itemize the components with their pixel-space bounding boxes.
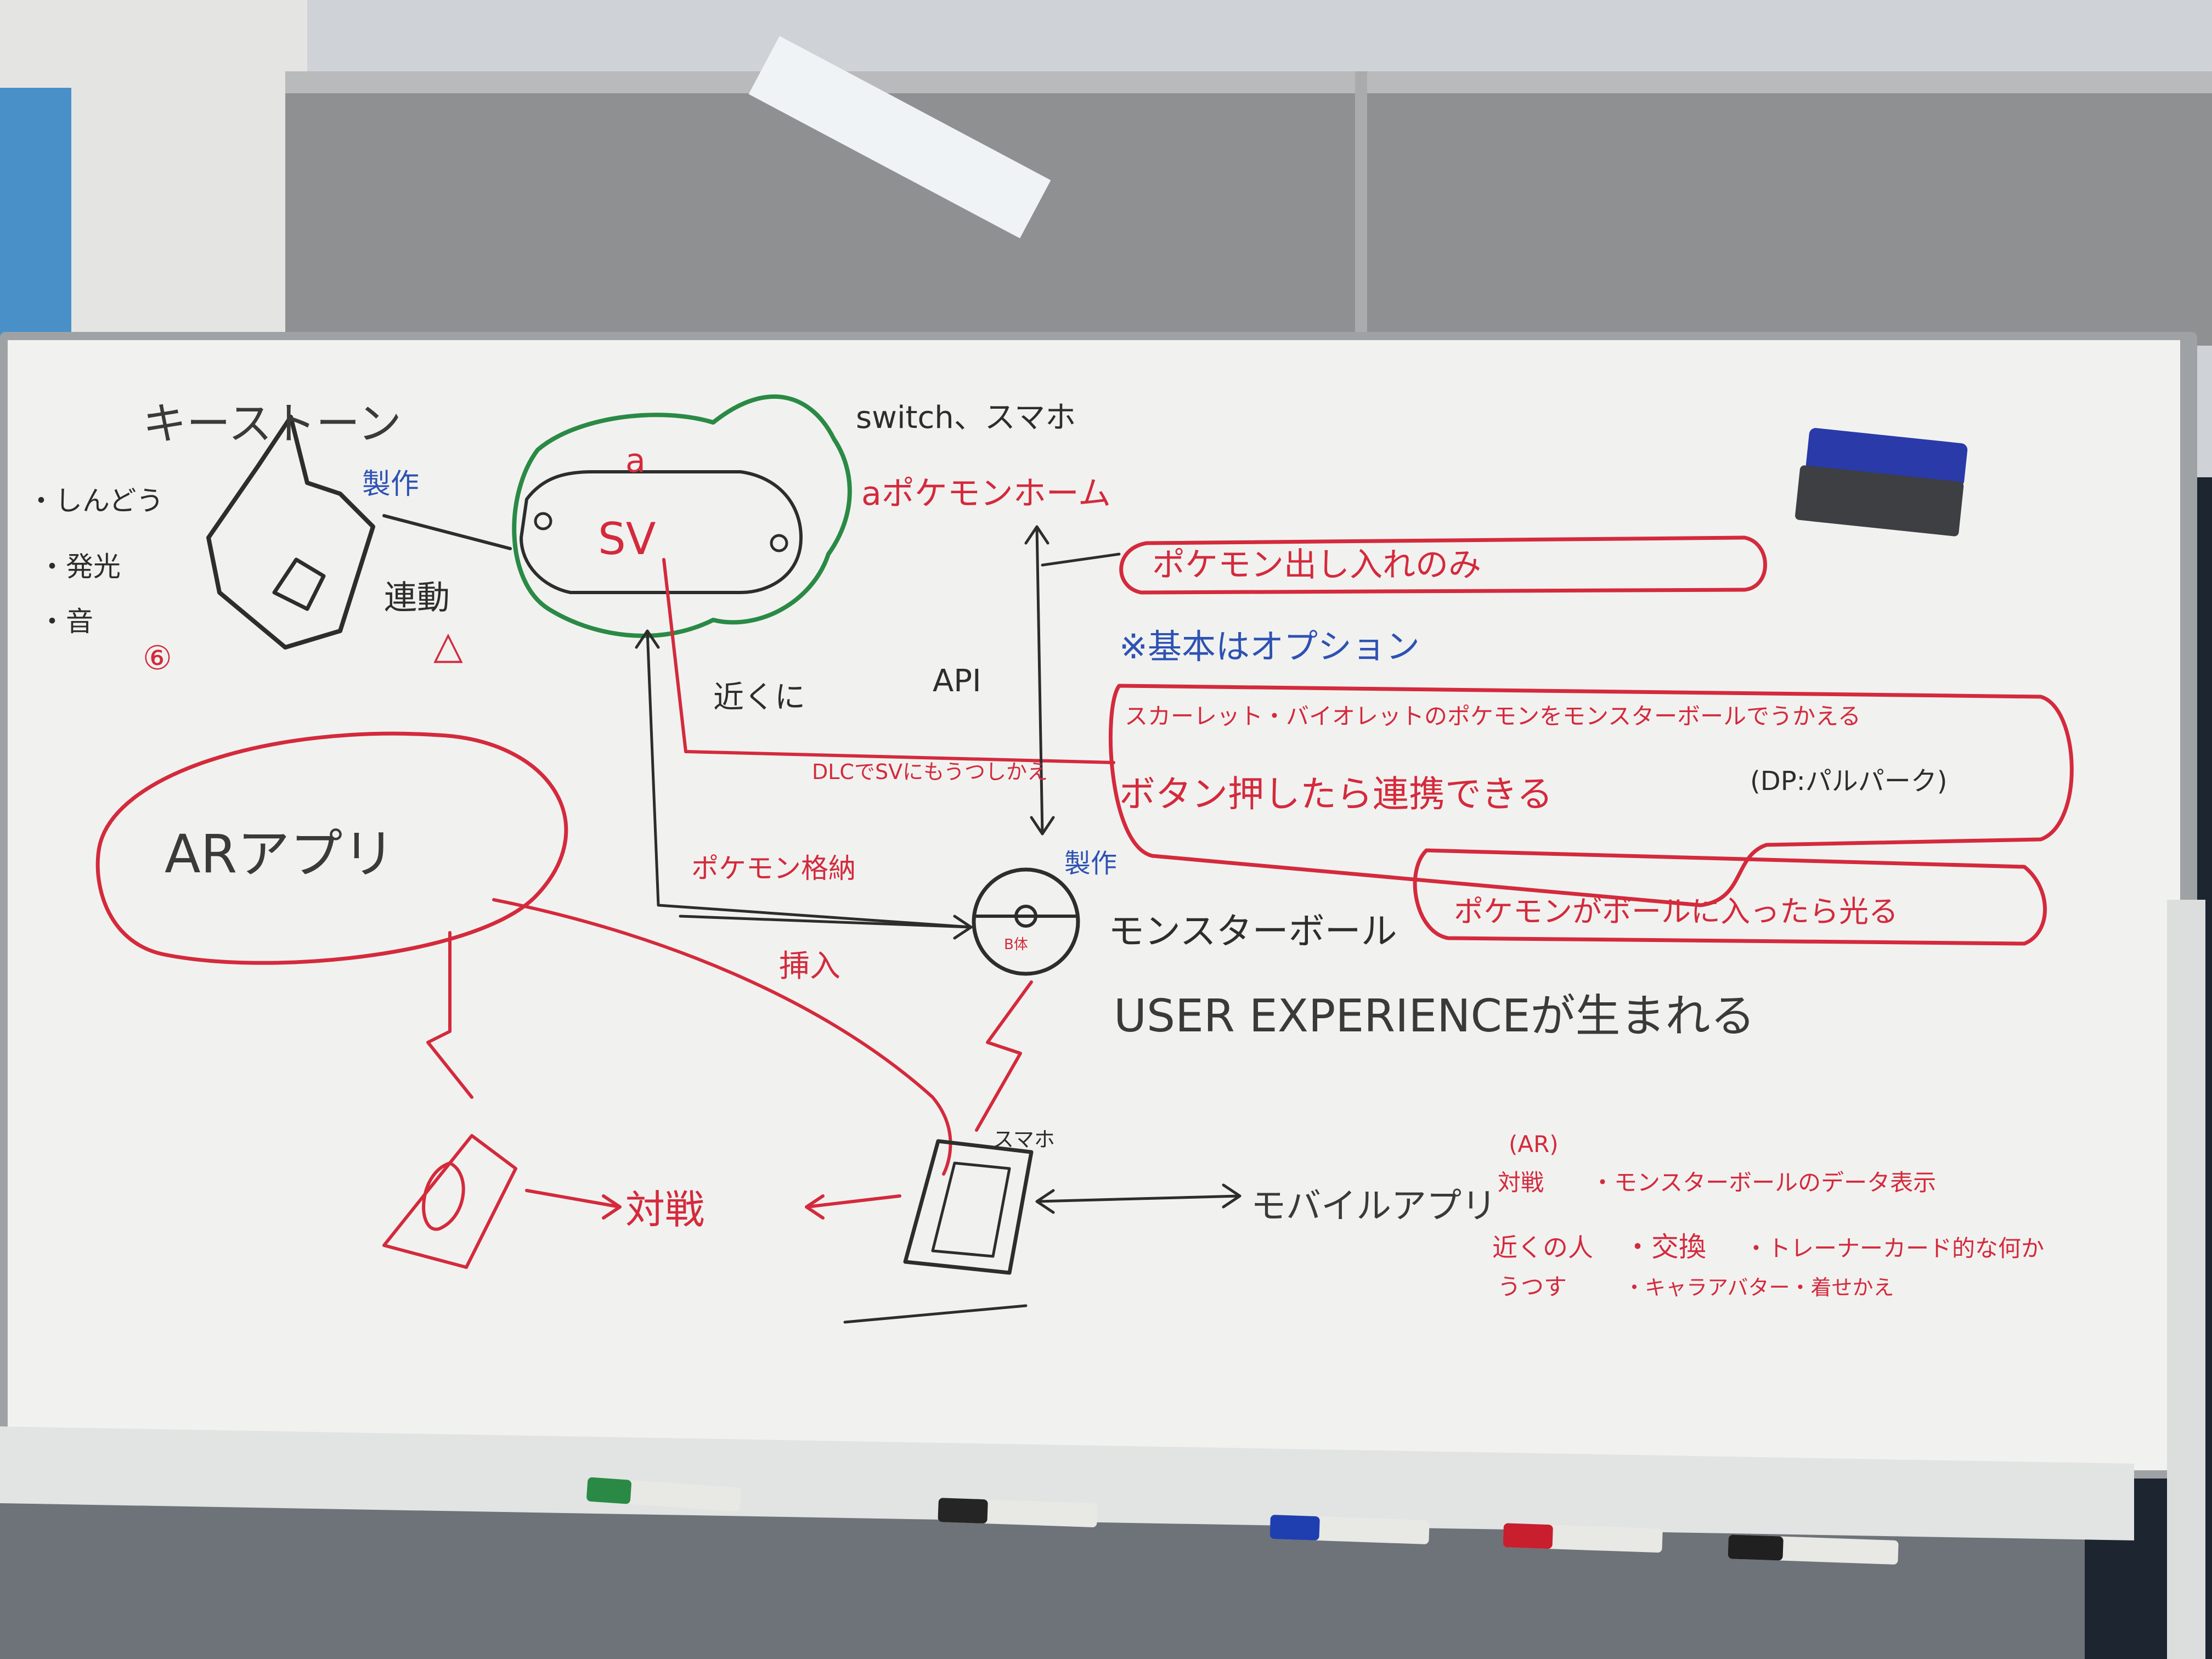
keystone-link-line — [382, 514, 512, 550]
ball-data-label: ・モンスターボールのデータ表示 — [1591, 1169, 1936, 1196]
switch-smaho-label: switch、スマホ — [856, 400, 1076, 436]
ball-to-sv-arrow[interactable] — [635, 629, 973, 929]
near-label: 近くに — [713, 680, 805, 715]
device-sv-label: SV — [598, 514, 656, 565]
glass-frame — [285, 71, 2212, 93]
button-link-text: ボタン押したら連携できる — [1119, 773, 1553, 815]
dark-marker[interactable] — [1728, 1534, 1899, 1565]
home-note-text: ポケモン出し入れのみ — [1152, 546, 1481, 584]
ceiling-light — [748, 36, 1051, 239]
light-bubble — [1413, 848, 2047, 946]
avatar-label: ・キャラアバター・着せかえ — [1624, 1276, 1894, 1300]
keystone-tag-inner — [422, 1161, 465, 1231]
scarlet-text: スカーレット・バイオレットのポケモンをモンスターボールでうかえる — [1125, 703, 1861, 730]
whiteboard-stand — [2167, 900, 2205, 1659]
battle-label: 対戦 — [625, 1187, 704, 1233]
pokemon-home-label: aポケモンホーム — [861, 475, 1111, 513]
scarlet-bubble — [1108, 684, 2074, 907]
made2-label: 製作 — [1064, 848, 1117, 879]
whiteboard-surface — [8, 340, 2180, 1470]
keystone-sketch — [206, 415, 375, 650]
exchange-label: ・交換 — [1624, 1231, 1706, 1263]
ball-light-text: ポケモンがボールに入ったら光る — [1454, 894, 1898, 929]
red-marker[interactable] — [1503, 1523, 1663, 1553]
blue-door-frame — [0, 88, 71, 351]
home-note-bubble — [1119, 535, 1767, 595]
whiteboard-tray — [0, 1426, 2134, 1541]
green-marker[interactable] — [586, 1477, 741, 1512]
feature-light: ・発光 — [38, 551, 121, 583]
whiteboard — [0, 332, 2205, 1659]
keystone-diamond — [272, 557, 326, 611]
feature-sound: ・音 — [38, 606, 93, 637]
basic-option-text: ※基本はオプション — [1119, 627, 1420, 667]
battle-arrow[interactable] — [525, 1189, 622, 1220]
blue-marker[interactable] — [1269, 1515, 1430, 1544]
home-arrow[interactable] — [1041, 552, 1121, 567]
nearby-label: 近くの人 — [1492, 1233, 1593, 1262]
mobile-app-label: モバイルアプリ — [1251, 1186, 1497, 1227]
phone-underline — [843, 1304, 1028, 1324]
switch-left-button — [534, 512, 552, 531]
board-text: キーストーン 製作 ・しんどう ・発光 ・音 ⑥ 連動 △ a SV switc… — [27, 398, 2044, 1300]
glass-partition — [285, 71, 2212, 346]
api-arrow[interactable] — [1024, 525, 1055, 836]
circle-six: ⑥ — [143, 639, 172, 678]
eraser[interactable] — [1795, 427, 1968, 537]
ar-app-oval — [95, 731, 568, 965]
phone-to-battle-arrow[interactable] — [805, 1194, 901, 1220]
store-label: ポケモン格納 — [691, 853, 856, 884]
keystone-tag-red — [382, 1134, 517, 1269]
device-a-label: a — [625, 442, 646, 480]
utsushi-label: うつす — [1498, 1273, 1567, 1300]
switch-device-sketch — [520, 470, 803, 594]
glass-divider — [1355, 71, 1367, 346]
dlc-text: DLCでSVにもうつしかえ — [812, 760, 1048, 784]
mobile-arrow[interactable] — [1035, 1183, 1242, 1214]
keystone-made-label: 製作 — [362, 468, 419, 501]
drawing-strokes — [95, 394, 2074, 1324]
linked-label: 連動 — [384, 579, 450, 617]
ar-app-title: ARアプリ — [165, 823, 395, 885]
ar-lightning — [426, 931, 473, 1099]
smaho-label: スマホ — [993, 1127, 1055, 1152]
switch-cloud — [512, 394, 852, 638]
monster-ball-button — [1014, 905, 1037, 928]
switch-right-button — [770, 534, 788, 552]
monster-ball-sketch — [972, 867, 1080, 976]
phone-inner — [931, 1161, 1011, 1258]
phone-lightning — [975, 980, 1033, 1132]
markers — [586, 1477, 1899, 1565]
ar-label: (AR) — [1509, 1131, 1559, 1158]
dp-note: (DP:パルパーク) — [1750, 766, 1948, 797]
sv-to-dlc-line — [662, 558, 1115, 764]
phone-sketch — [903, 1139, 1034, 1275]
api-label: API — [933, 663, 981, 699]
monster-ball-label: モンスターボール — [1108, 910, 1397, 952]
store-arrow[interactable] — [679, 915, 973, 940]
ball-center-label: B体 — [1004, 936, 1028, 953]
black-marker[interactable] — [938, 1498, 1098, 1527]
feature-vibrate: ・しんどう — [27, 485, 164, 517]
trainer-card-label: ・トレーナーカード的な何か — [1745, 1235, 2044, 1262]
user-experience-text: USER EXPERIENCEが生まれる — [1114, 990, 1756, 1042]
insert-label: 挿入 — [779, 949, 840, 984]
triangle-mark: △ — [433, 623, 463, 668]
ar-battle-label: 対戦 — [1498, 1169, 1544, 1196]
keystone-title: キーストーン — [143, 398, 402, 449]
